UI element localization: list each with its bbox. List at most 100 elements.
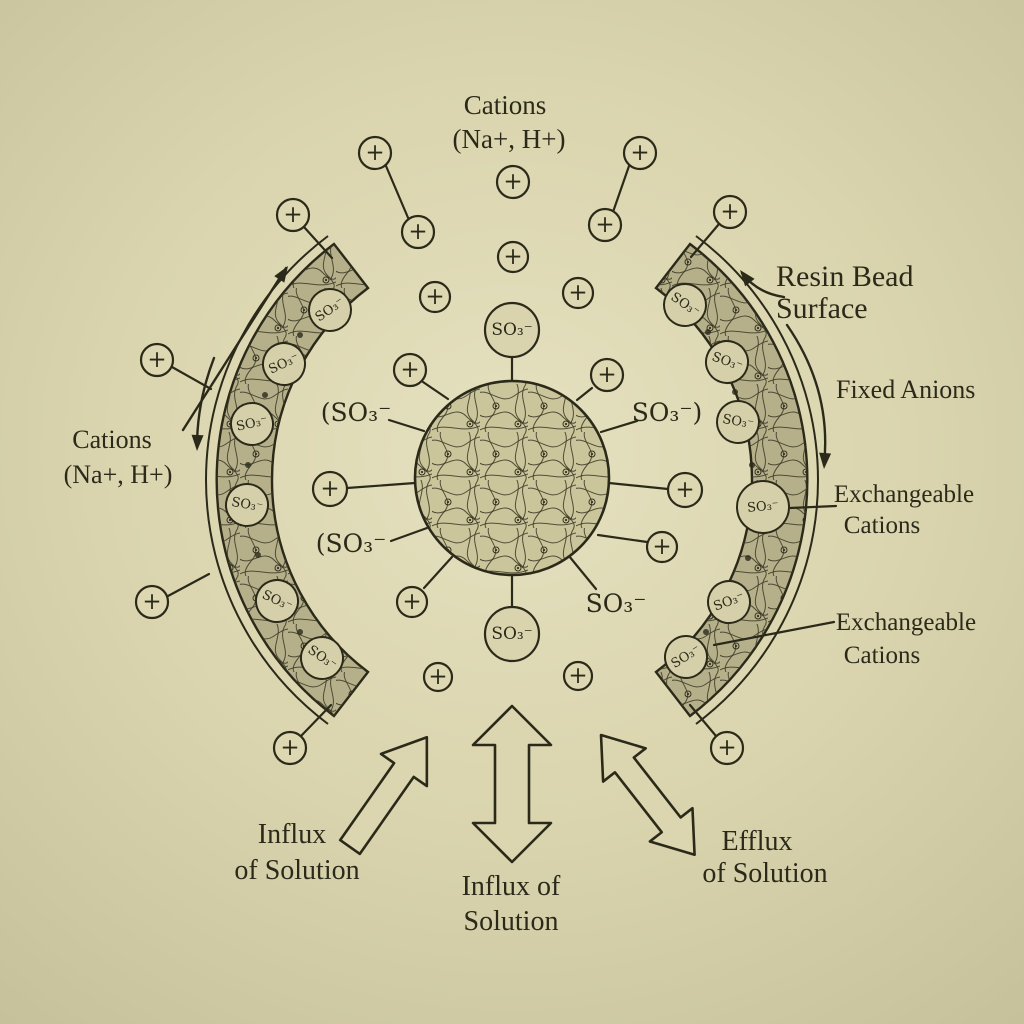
plus-symbol: + (595, 212, 614, 238)
arrowhead-icon (818, 452, 832, 470)
plus-symbol: + (568, 663, 587, 689)
label-cations-top: Cations (464, 90, 547, 120)
cation-plus: + (589, 357, 625, 393)
plus-symbol: + (675, 477, 694, 503)
so3-annotation: (SO₃⁻ (316, 529, 387, 558)
plus-symbol: + (503, 169, 522, 195)
fixed-anions-arrow-line (785, 323, 827, 467)
so3-label: SO₃⁻ (491, 320, 532, 340)
plus-symbol: + (320, 476, 339, 502)
cation-plus: + (139, 342, 175, 378)
so3-annotation: SO₃⁻ (586, 589, 647, 618)
cation-plus: + (712, 194, 748, 230)
fixed-anion-circle: SO₃⁻ (664, 635, 708, 679)
label-cations-left: Cations (72, 425, 151, 454)
plus-symbol: + (283, 202, 302, 228)
fixed-anion-circle: SO₃⁻ (300, 636, 344, 680)
label-exchangeable-cations-upper-2: Cations (844, 512, 920, 539)
label-cations-left-formula: (Na+, H+) (64, 460, 173, 489)
label-exchangeable-cations-lower-2: Cations (844, 642, 920, 669)
connector-lines (166, 164, 838, 738)
cation-plus: + (622, 135, 658, 171)
plus-symbol: + (630, 140, 649, 166)
bead-mesh (415, 381, 609, 575)
cation-plus: + (392, 352, 428, 388)
cation-plus: + (561, 276, 595, 310)
plus-symbol: + (568, 280, 587, 306)
label-fixed-anions: Fixed Anions (836, 375, 975, 404)
fixed-anion-circle: SO₃⁻ (230, 402, 274, 446)
plus-symbol: + (720, 199, 739, 225)
label-influx-center: Influx of (462, 871, 561, 902)
plus-symbol: + (408, 219, 427, 245)
cation-plus: + (587, 207, 623, 243)
cation-plus: + (418, 280, 452, 314)
influx-left-arrow (338, 735, 429, 856)
fixed-charge-specks (245, 329, 755, 635)
fixed-anion-circle: SO₃⁻ (225, 483, 269, 527)
label-exchangeable-cations-upper: Exchangeable (834, 481, 974, 508)
plus-symbol: + (503, 244, 522, 270)
band-right-mesh (656, 244, 808, 716)
band-fixed-anions: SO₃⁻ SO₃⁻ SO₃⁻ SO₃⁻ SO₃⁻ SO₃⁻ SO₃⁻ SO₃⁻ … (225, 283, 790, 680)
plus-symbol: + (428, 664, 447, 690)
so3-label: SO₃⁻ (491, 624, 532, 644)
cations: + + + + + + + + + + + + + + + + + + + + … (134, 135, 748, 766)
label-influx-left-2: of Solution (234, 855, 359, 886)
label-exchangeable-cations-lower: Exchangeable (836, 609, 976, 636)
plus-symbol: + (280, 735, 299, 761)
band-right-surface-line (695, 235, 819, 725)
cation-plus: + (709, 730, 745, 766)
resin-bead-surface-band-right (654, 235, 819, 725)
cation-plus: + (496, 240, 530, 274)
fixed-anion-circle: SO₃⁻ (705, 340, 749, 384)
cation-plus: + (275, 197, 311, 233)
anion-circle (483, 605, 541, 663)
plus-symbol: + (400, 357, 419, 383)
flow-arrows (338, 704, 696, 864)
fixed-anion-circle: SO₃⁻ (255, 579, 299, 623)
label-influx-center-2: Solution (464, 906, 559, 937)
plus-symbol: + (652, 534, 671, 560)
arrowhead-icon (191, 434, 204, 452)
cation-plus: + (134, 584, 170, 620)
label-efflux-right: Efflux (721, 826, 792, 857)
fixed-anion-circle: SO₃⁻ (716, 400, 760, 444)
fixed-anion-circle: SO₃⁻ (483, 301, 541, 359)
influx-center-arrow (471, 704, 553, 864)
anion-circle (483, 301, 541, 359)
direction-arrows (181, 262, 832, 470)
fixed-anion-circle: SO₃⁻ (707, 580, 751, 624)
cation-plus: + (645, 530, 679, 564)
plus-symbol: + (147, 347, 166, 373)
text-labels: Cations (Na+, H+) Cations (Na+, H+) Resi… (64, 90, 976, 937)
label-resin-bead-surface: Resin Bead (776, 260, 913, 293)
efflux-right-arrow (599, 733, 696, 857)
label-resin-bead-surface-2: Surface (776, 292, 868, 325)
cation-plus: + (311, 470, 349, 508)
so3-label: SO₃⁻ (230, 495, 264, 515)
arrowhead-icon (274, 262, 294, 283)
exchange-site-circle: SO₃⁻ (736, 480, 790, 534)
plus-symbol: + (142, 589, 161, 615)
so3-annotation: (SO₃⁻ (321, 398, 392, 427)
label-influx-left: Influx (258, 819, 326, 850)
so3-label: SO₃⁻ (721, 412, 755, 432)
so3-annotation: SO₃⁻) (632, 398, 703, 427)
bead-rim (413, 379, 611, 577)
cation-plus: + (422, 661, 454, 693)
label-efflux-right-2: of Solution (702, 858, 827, 889)
plus-symbol: + (402, 589, 421, 615)
cation-plus: + (400, 214, 436, 250)
plus-symbol: + (717, 735, 736, 761)
resin-bead (413, 379, 611, 577)
fixed-anion-circle: SO₃⁻ (262, 342, 306, 386)
fixed-anion-circle: SO₃⁻ (663, 283, 707, 327)
cation-plus: + (495, 164, 531, 200)
fixed-anion-circle: SO₃⁻ (308, 288, 352, 332)
cation-plus: + (357, 135, 393, 171)
plus-symbol: + (597, 362, 616, 388)
so3-label: SO₃⁻ (747, 498, 780, 516)
